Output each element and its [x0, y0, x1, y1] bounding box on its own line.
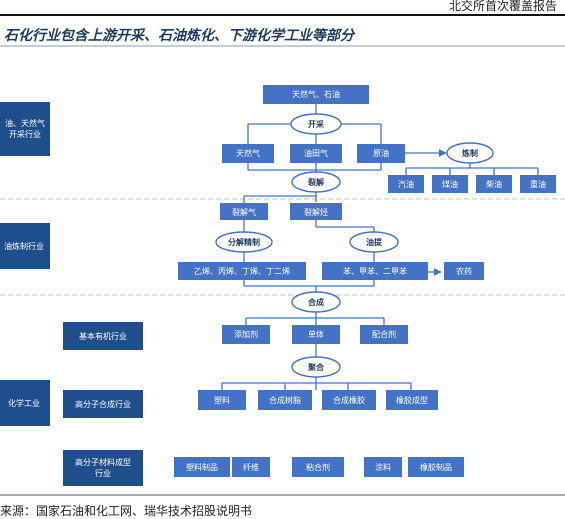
- node-monomer-label: 单体: [308, 329, 324, 339]
- header-rule: [0, 14, 565, 16]
- node-gasoline: [388, 175, 424, 193]
- process-crack: [291, 171, 341, 193]
- node-additive-label: 添加剂: [234, 329, 258, 339]
- process-separation: [215, 231, 273, 253]
- node-olefins: [178, 262, 306, 280]
- node-kerosene-label: 煤油: [442, 179, 458, 189]
- node-cracked-gas: [220, 203, 268, 220]
- node-resin: [258, 390, 312, 410]
- section-polymer-forming-label: 高分子材料成型行业: [75, 458, 131, 478]
- report-header: 北交所首次覆盖报告: [448, 0, 557, 13]
- node-rubber-product-label: 橡胶制品: [420, 462, 452, 472]
- process-extract: [290, 113, 342, 135]
- node-adhesive-label: 粘合剂: [306, 462, 330, 472]
- node-plastic-product: [174, 457, 230, 477]
- node-plastic-product-label: 塑料制品: [186, 462, 218, 472]
- node-coating: [364, 457, 402, 477]
- node-resin-label: 合成树脂: [269, 395, 301, 405]
- node-fiber-label: 纤维: [243, 462, 259, 472]
- node-gasoline-label: 汽油: [398, 179, 414, 189]
- process-refine-label: 炼制: [462, 148, 478, 158]
- node-cracked-hc-label: 裂解烃: [304, 207, 328, 217]
- node-formulation: [360, 325, 408, 344]
- process-crack-label: 裂解: [307, 177, 324, 187]
- node-cracked-hc: [290, 203, 342, 220]
- process-polymerize-label: 聚合: [307, 362, 325, 372]
- section-upstream: [0, 102, 50, 156]
- node-natural-gas: [222, 144, 274, 163]
- node-olefins-label: 乙烯、丙烯、丁烯、丁二烯: [194, 266, 290, 276]
- section-polymer-forming: [63, 450, 143, 486]
- section-polymer-synthesis-label: 高分子合成行业: [75, 399, 131, 409]
- node-heavy-oil-label: 重油: [530, 179, 546, 189]
- node-heavy-oil: [520, 175, 556, 193]
- process-separation-label: 分解精制: [228, 237, 260, 247]
- node-crude-label: 原油: [373, 148, 389, 158]
- node-natural-gas-label: 天然气: [236, 148, 260, 158]
- node-plastic-label: 塑料: [214, 395, 230, 405]
- node-rubber-form: [386, 390, 438, 410]
- process-polymerize: [291, 356, 341, 378]
- section-upstream-label: 油、天然气开采行业: [5, 119, 45, 139]
- node-aromatics: [322, 262, 428, 280]
- node-gas-oil-label: 天然气、石油: [292, 89, 340, 99]
- process-oil-extract-label: 油提: [366, 237, 383, 247]
- node-oilfield-gas: [290, 144, 342, 163]
- node-adhesive: [292, 457, 344, 477]
- node-fiber: [232, 457, 270, 477]
- node-additive: [222, 325, 270, 344]
- node-pesticide-label: 农药: [456, 266, 472, 276]
- process-oil-extract: [349, 231, 399, 253]
- section-chemical-label: 化学工业: [8, 398, 40, 408]
- process-synthesis: [291, 291, 341, 313]
- node-crude: [357, 144, 405, 163]
- node-rubber-product: [408, 457, 464, 477]
- section-basic-organic-label: 基本有机行业: [79, 331, 127, 341]
- section-chemical: [0, 380, 50, 426]
- section-refining-label: 油炼制行业: [4, 241, 44, 251]
- node-coating-label: 涂料: [375, 462, 391, 472]
- node-diesel: [476, 175, 512, 193]
- process-synthesis-label: 合成: [307, 297, 324, 307]
- node-rubber: [322, 390, 376, 410]
- figure-title: 石化行业包含上游开采、石油炼化、下游化学工业等部分: [4, 28, 354, 44]
- section-polymer-synthesis: [63, 390, 143, 418]
- node-diesel-label: 柴油: [486, 179, 502, 189]
- node-aromatics-label: 苯、甲苯、二甲苯: [343, 266, 407, 276]
- section-basic-organic: [63, 322, 143, 350]
- title-rule: [0, 45, 565, 47]
- node-monomer: [292, 325, 340, 344]
- node-rubber-form-label: 橡胶成型: [396, 395, 428, 405]
- section-refining: [0, 223, 50, 269]
- source-note: 来源：国家石油和化工网、瑞华技术招股说明书: [0, 504, 253, 518]
- node-gas-oil: [263, 85, 369, 104]
- process-extract-label: 开采: [308, 119, 325, 129]
- node-rubber-label: 合成橡胶: [333, 395, 365, 405]
- node-formulation-label: 配合剂: [372, 329, 396, 339]
- node-kerosene: [432, 175, 468, 193]
- node-pesticide: [444, 262, 484, 280]
- node-cracked-gas-label: 裂解气: [232, 207, 256, 217]
- process-refine: [446, 142, 494, 164]
- node-plastic: [198, 390, 246, 410]
- node-oilfield-gas-label: 油田气: [304, 148, 328, 158]
